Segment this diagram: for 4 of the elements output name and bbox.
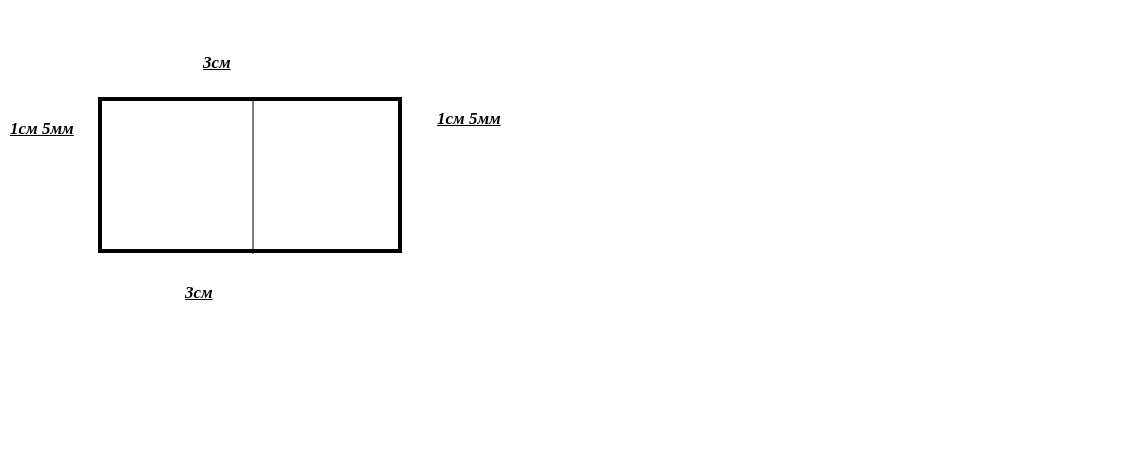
dimension-label: 3см — [185, 284, 213, 301]
dimension-label: 3см — [203, 54, 231, 71]
dimension-label: 1см 5мм — [437, 110, 501, 127]
dimension-label: 1см 5мм — [10, 120, 74, 137]
